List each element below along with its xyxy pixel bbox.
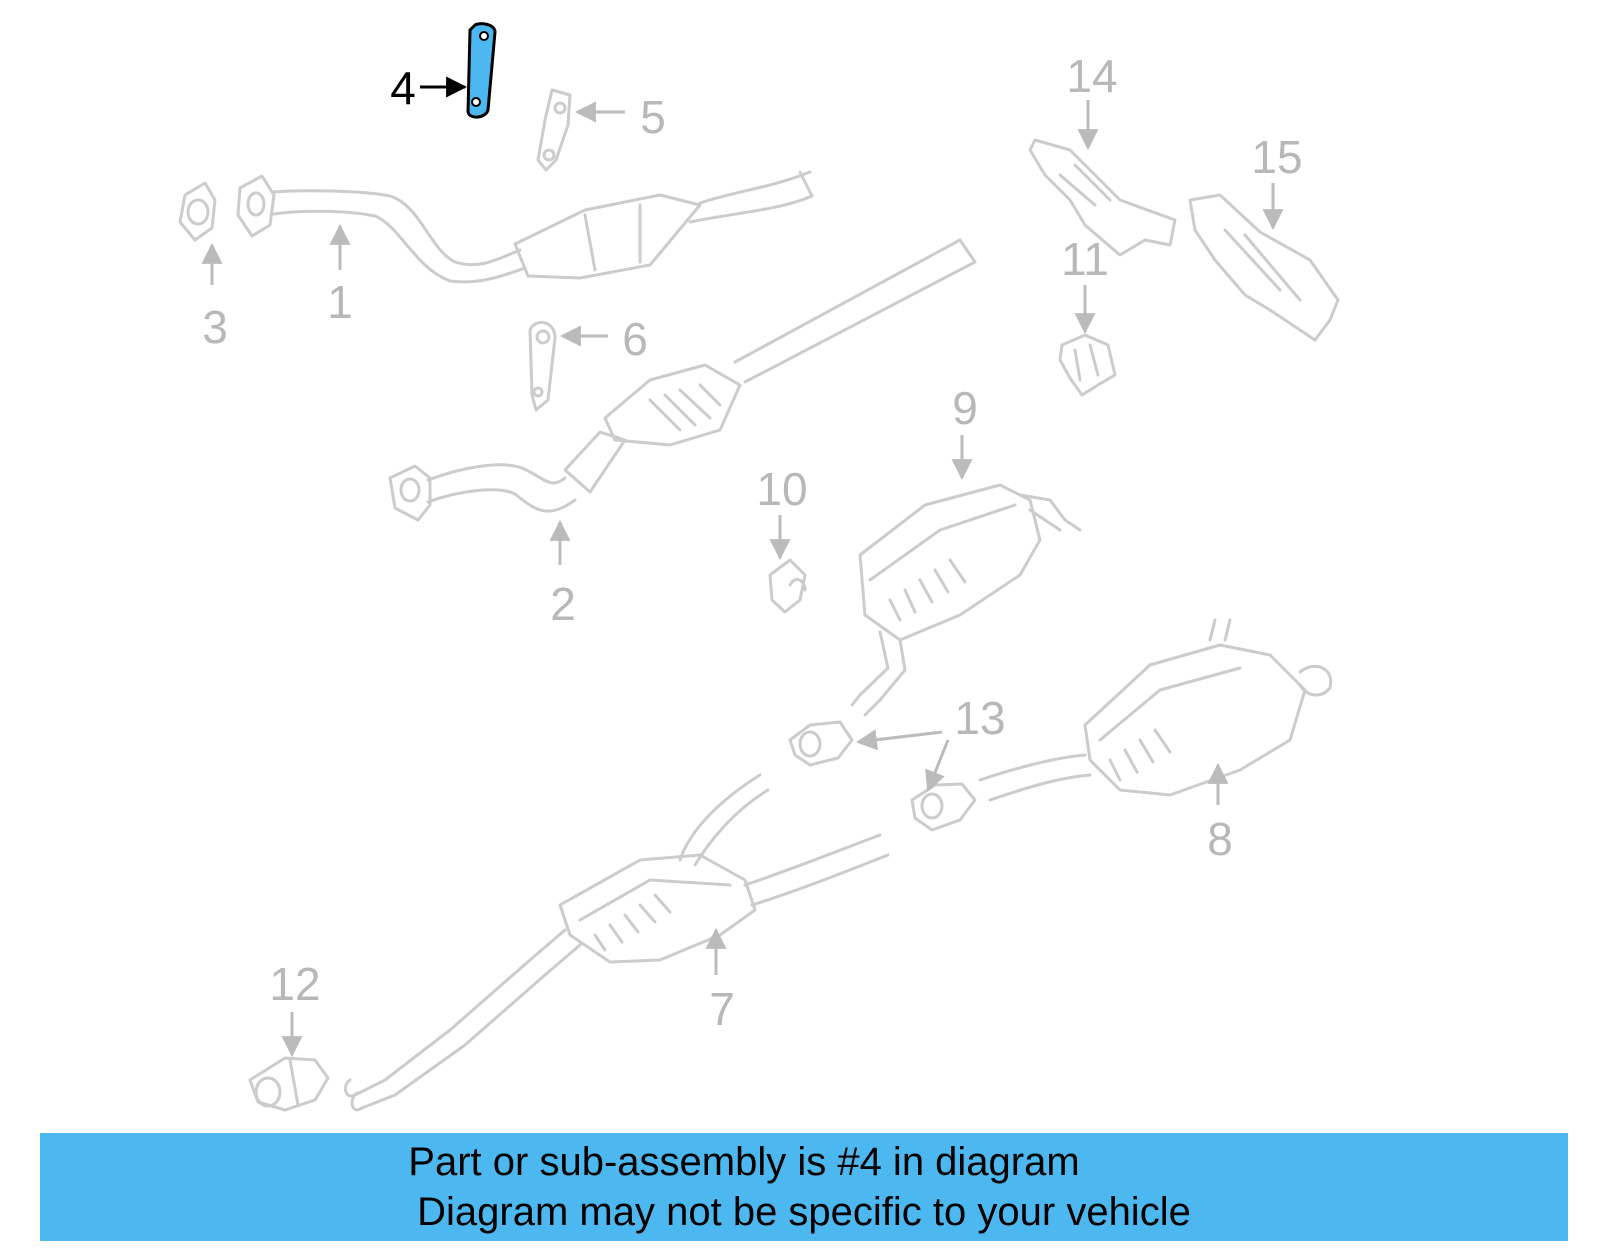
callout-6: 6 <box>622 313 648 365</box>
part-7-center-muffler[interactable] <box>343 773 890 1112</box>
part-12-clamp[interactable] <box>248 1056 330 1112</box>
callout-12: 12 <box>269 958 320 1010</box>
callout-1: 1 <box>327 276 353 328</box>
part-15-heat-shield[interactable] <box>1188 193 1340 342</box>
callout-7: 7 <box>709 983 735 1035</box>
part-10-clamp[interactable] <box>768 558 807 614</box>
part-8-rear-muffler[interactable] <box>978 618 1333 802</box>
part-2-front-pipe[interactable] <box>388 238 977 522</box>
banner-line-disclaimer: Diagram may not be specific to your vehi… <box>417 1190 1191 1234</box>
part-4-hanger-highlighted[interactable] <box>466 22 497 119</box>
callout-9: 9 <box>952 382 978 434</box>
info-banner: Part or sub-assembly is #4 in diagram Di… <box>40 1133 1568 1241</box>
callout-10: 10 <box>756 463 807 515</box>
callout-14: 14 <box>1066 50 1117 102</box>
part-3-gasket[interactable] <box>178 181 217 242</box>
callout-15: 15 <box>1251 131 1302 183</box>
part-11-bracket[interactable] <box>1058 333 1117 397</box>
callout-13: 13 <box>954 692 1005 744</box>
callout-4: 4 <box>390 62 416 114</box>
part-9-muffler[interactable] <box>850 483 1082 717</box>
exhaust-parts-diagram: 1 2 3 4 5 6 7 8 9 10 11 12 13 14 15 <box>178 22 1340 1112</box>
part-1-front-pipe[interactable] <box>236 170 814 284</box>
callout-8: 8 <box>1207 813 1233 865</box>
part-6-hanger[interactable] <box>528 321 557 412</box>
banner-line-part-number: Part or sub-assembly is #4 in diagram <box>408 1140 1080 1184</box>
callout-11: 11 <box>1061 233 1109 285</box>
part-5-bracket[interactable] <box>536 88 572 172</box>
part-14-heat-shield[interactable] <box>1028 138 1177 257</box>
callout-2: 2 <box>550 578 576 630</box>
callout-5: 5 <box>640 91 666 143</box>
callout-3: 3 <box>202 301 228 353</box>
